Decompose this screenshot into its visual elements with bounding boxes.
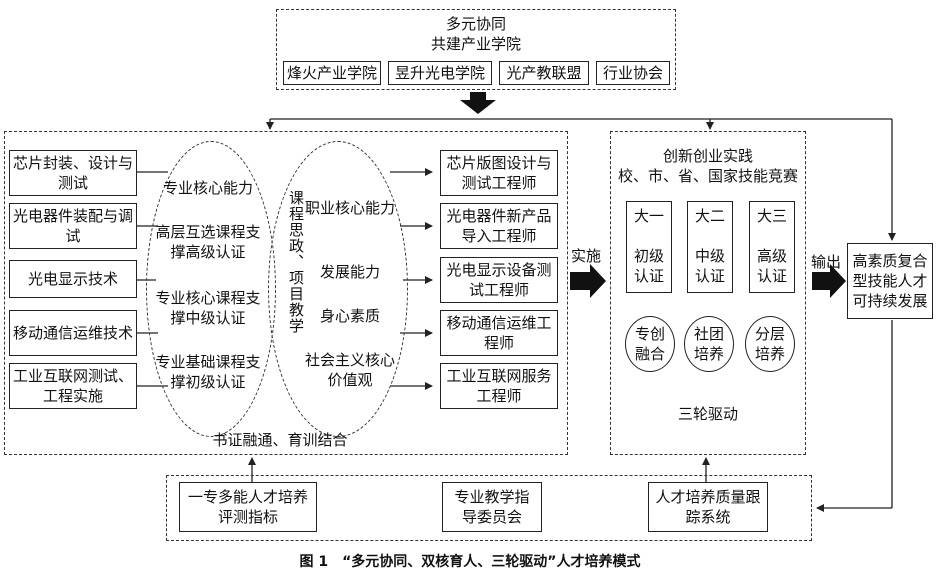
cert-label-2: 中级认证 bbox=[694, 247, 725, 285]
down-block-arrow bbox=[460, 92, 496, 114]
implement-label: 实施 bbox=[571, 247, 602, 265]
wheel-circle-3: 分层培养 bbox=[745, 316, 795, 372]
three-wheel-drive-box: 创新创业实践 校、市、省、国家技能竞赛 大一 初级认证 大二 中级认证 大三 高… bbox=[610, 131, 806, 455]
partner-box-3: 光产教联盟 bbox=[499, 61, 589, 85]
core2-item-4: 社会主义核心价值观 bbox=[304, 351, 395, 389]
top-title-line1: 多元协同 bbox=[445, 15, 506, 33]
partner-box-2: 昱升光电学院 bbox=[388, 61, 492, 85]
left-box-footer: 书证融通、育训结合 bbox=[212, 431, 348, 449]
core-center-vertical-text: 课程思政、项目教学 bbox=[287, 190, 305, 334]
wheel-circle-2: 社团培养 bbox=[684, 316, 734, 372]
course-box-4: 移动通信运维技术 bbox=[9, 310, 137, 356]
year-box-2: 大二 中级认证 bbox=[687, 201, 733, 293]
job-box-1: 芯片版图设计与测试工程师 bbox=[440, 150, 558, 196]
outcome-box: 高素质复合型技能人才可持续发展 bbox=[847, 243, 933, 319]
dual-core-education-box bbox=[4, 131, 568, 455]
core1-item-2: 高层互选课程支撑高级认证 bbox=[155, 223, 261, 261]
implement-block-arrow bbox=[570, 264, 606, 298]
cert-label-3: 高级认证 bbox=[756, 247, 787, 285]
core1-item-4: 专业基础课程支撑初级认证 bbox=[155, 353, 261, 391]
course-box-5: 工业互联网测试、工程实施 bbox=[9, 363, 137, 409]
bottom-box-1: 一专多能人才培养评测指标 bbox=[179, 482, 317, 532]
partner-box-1: 烽火产业学院 bbox=[283, 61, 381, 85]
job-box-5: 工业互联网服务工程师 bbox=[440, 363, 558, 409]
figure-caption: 图 1 “多元协同、双核育人、三轮驱动”人才培养模式 bbox=[299, 554, 641, 570]
core1-item-3: 专业核心课程支撑中级认证 bbox=[155, 289, 261, 327]
output-block-arrow bbox=[812, 264, 846, 298]
job-box-3: 光电显示设备测试工程师 bbox=[440, 257, 558, 303]
wheel-circle-1: 专创融合 bbox=[625, 316, 675, 372]
core2-item-1: 职业核心能力 bbox=[304, 199, 395, 217]
quality-assurance-box: 一专多能人才培养评测指标 专业教学指导委员会 人才培养质量跟踪系统 bbox=[166, 475, 812, 541]
core1-item-1: 专业核心能力 bbox=[162, 179, 253, 197]
year-label-2: 大二 bbox=[694, 207, 725, 225]
core2-item-2: 发展能力 bbox=[319, 263, 380, 281]
core-ellipse-vocational bbox=[268, 141, 408, 437]
middle-title-line1: 创新创业实践 bbox=[662, 147, 753, 165]
middle-title-line2: 校、市、省、国家技能竞赛 bbox=[617, 167, 798, 185]
year-box-3: 大三 高级认证 bbox=[749, 201, 795, 293]
partner-box-4: 行业协会 bbox=[596, 61, 670, 85]
course-box-3: 光电显示技术 bbox=[9, 260, 137, 298]
core2-item-3: 身心素质 bbox=[319, 307, 380, 325]
cert-label-1: 初级认证 bbox=[633, 247, 664, 285]
course-box-1: 芯片封装、设计与测试 bbox=[9, 150, 137, 196]
job-box-2: 光电器件新产品导入工程师 bbox=[440, 203, 558, 249]
year-box-1: 大一 初级认证 bbox=[626, 201, 672, 293]
year-label-3: 大三 bbox=[756, 207, 787, 225]
top-collaboration-box: 多元协同 共建产业学院 烽火产业学院 昱升光电学院 光产教联盟 行业协会 bbox=[276, 9, 676, 90]
course-box-2: 光电器件装配与调试 bbox=[9, 203, 137, 249]
bottom-box-3: 人才培养质量跟踪系统 bbox=[648, 482, 768, 532]
job-box-4: 移动通信运维工程师 bbox=[440, 310, 558, 356]
middle-footer: 三轮驱动 bbox=[677, 405, 738, 423]
top-title-line2: 共建产业学院 bbox=[430, 35, 521, 53]
year-label-1: 大一 bbox=[633, 207, 664, 225]
bottom-box-2: 专业教学指导委员会 bbox=[442, 482, 542, 532]
output-label: 输出 bbox=[811, 253, 842, 271]
